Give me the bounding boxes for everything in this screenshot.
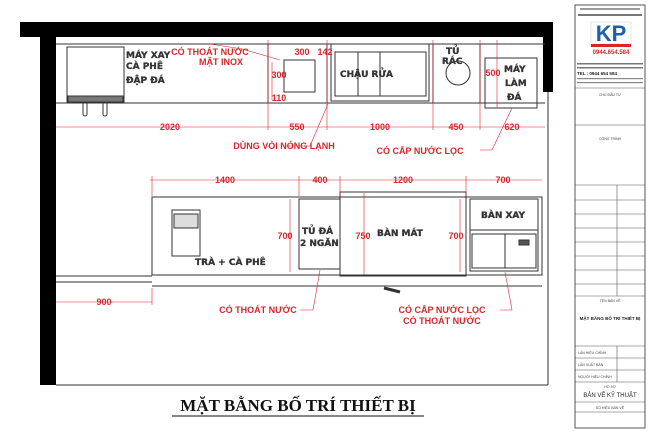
right-wall: [543, 22, 553, 92]
issue-label: LẦN XUẤT BẢN: [578, 362, 604, 367]
ice-machine: [484, 57, 538, 109]
label-freezer-2: 2 NGĂN: [300, 237, 339, 249]
dim-1400: 1400: [215, 175, 235, 185]
dim-142: 142: [317, 47, 332, 57]
revision-label: LẦN HIỆU CHỈNH: [578, 350, 607, 355]
dim-550: 550: [289, 122, 304, 132]
dim-300-top: 300: [294, 47, 309, 57]
svg-text:KP: KP: [596, 21, 627, 46]
ice-freezer: [298, 198, 341, 270]
company-logo: KP 0944.654.584: [590, 21, 632, 56]
tel: TEL : 0944 654 584: [577, 71, 617, 76]
note-drain-2: CÓ THOÁT NƯỚC: [403, 315, 481, 326]
drawing-name-label: TÊN BẢN VẼ: [600, 298, 621, 303]
note-filtered-water: CÓ CẤP NƯỚC LỌC: [377, 145, 464, 156]
coffee-machine: [171, 209, 201, 257]
project-label: CÔNG TRÌNH: [599, 136, 622, 141]
note-drain-inox-1: CÓ THOÁT NƯỚC: [171, 46, 249, 57]
file-label: HỒ SƠ: [604, 384, 616, 389]
page-title: MẶT BẰNG BỐ TRÍ THIẾT BỊ: [180, 395, 416, 415]
grinder-machine: [66, 46, 125, 103]
label-cool-table: BÀN MÁT: [377, 227, 424, 239]
label-ice-machine-1: MÁY: [504, 63, 526, 75]
dim-700-left: 700: [277, 231, 292, 241]
owner-label: CHỦ ĐẦU TƯ: [599, 92, 621, 97]
dim-900: 900: [96, 297, 111, 307]
dimension-lines: [56, 40, 545, 311]
trash-bin: [445, 60, 471, 86]
note-hot-cold-tap: DÙNG VÒI NÓNG LẠNH: [233, 140, 335, 151]
title-block: [574, 4, 646, 429]
dim-750: 750: [355, 231, 370, 241]
label-trash-1: TỦ: [446, 44, 459, 57]
front-counter: [56, 191, 543, 294]
label-coffee: CÀ PHÊ: [126, 60, 163, 72]
dim-450: 450: [448, 122, 463, 132]
label-ice-crush: ĐẬP ĐÁ: [126, 74, 165, 86]
label-ice-machine-3: ĐÁ: [507, 91, 522, 103]
dim-1200: 1200: [393, 175, 413, 185]
label-sink: CHẬU RỬA: [340, 67, 393, 80]
label-trash-2: RÁC: [442, 55, 463, 67]
dim-300-side: 300: [271, 70, 286, 80]
blender-table: [469, 198, 539, 272]
dim-1000: 1000: [370, 122, 390, 132]
reviser-label: NGƯỜI HIỆU CHỈNH: [578, 374, 612, 379]
label-freezer-1: TỦ ĐÁ: [302, 224, 333, 237]
dim-2020: 2020: [160, 122, 180, 132]
note-filtered-water-2: CÓ CẤP NƯỚC LỌC: [399, 304, 486, 315]
dim-620: 620: [504, 122, 519, 132]
dim-700-top: 700: [495, 175, 510, 185]
dim-500: 500: [485, 68, 500, 78]
floor-drain-inox: [283, 59, 316, 93]
label-blender-table: BÀN XAY: [481, 209, 526, 221]
label-grinder: MÁY XAY: [126, 49, 171, 61]
dim-400: 400: [312, 175, 327, 185]
sink: [330, 43, 430, 102]
note-drain: CÓ THOÁT NƯỚC: [219, 304, 297, 315]
note-drain-inox-2: MẶT INOX: [199, 57, 243, 67]
logo-phone: 0944.654.584: [593, 50, 630, 56]
drawing-no-label: SỐ HIỆU BẢN VẼ: [596, 405, 625, 410]
label-tea-coffee: TRÀ + CÀ PHÊ: [195, 256, 266, 268]
left-wall: [40, 22, 56, 385]
file-value: BẢN VẼ KỸ THUẬT: [583, 392, 637, 399]
drawing-name: MẶT BẰNG BỐ TRÍ THIẾT BỊ: [580, 314, 641, 321]
top-wall: [20, 22, 553, 37]
dim-700-right: 700: [448, 231, 463, 241]
label-ice-machine-2: LÀM: [505, 77, 527, 89]
dim-110: 110: [272, 93, 287, 103]
